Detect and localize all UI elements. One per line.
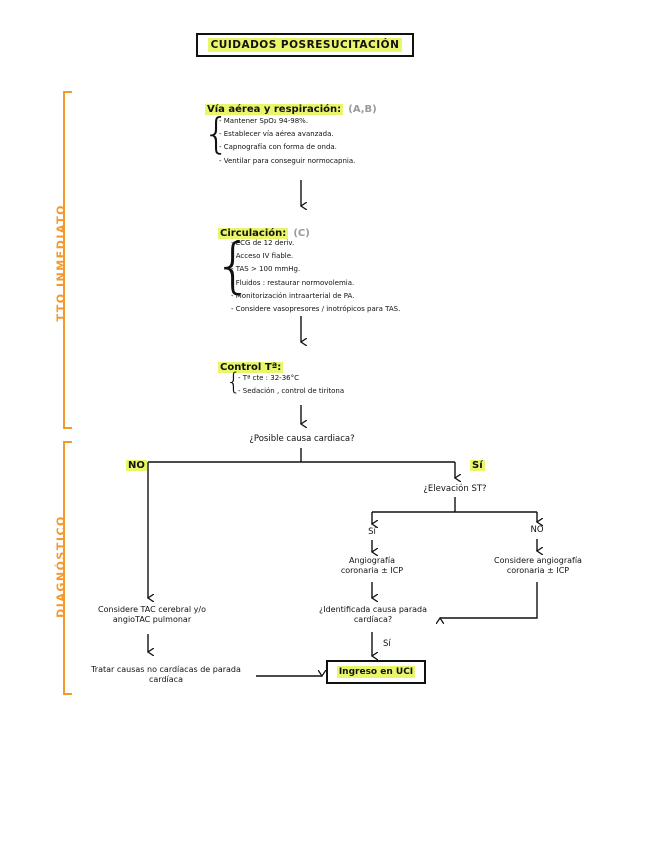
bracket-diagnosis	[63, 441, 72, 695]
list-item: - Establecer vía aérea avanzada.	[219, 130, 334, 139]
list-item: - Mantener SpO₂ 94-98%.	[219, 117, 309, 125]
circulation-heading: Circulación:	[218, 228, 289, 239]
angio-si-text: Angiografía coronaria ± ICP	[340, 556, 404, 575]
list-item: - Tª cte : 32-36°C	[238, 374, 299, 382]
bracket-immediate	[63, 91, 72, 429]
list-item: - Acceso IV fiable.	[231, 252, 294, 261]
airway-header: Vía aérea y respiración: (A,B)	[205, 97, 377, 116]
list-item: - Capnografía con forma de onda.	[219, 143, 337, 152]
airway-heading: Vía aérea y respiración:	[205, 104, 344, 115]
airway-brace: {	[203, 109, 230, 158]
circulation-list: - ECG de 12 deriv. - Acceso IV fiable. -…	[231, 237, 400, 316]
st-si-label: Sí	[368, 527, 376, 537]
airway-tag: (A,B)	[348, 104, 377, 115]
identified-question: ¿Identificada causa parada cardíaca?	[318, 605, 428, 624]
section-diagnosis: DIAGNÓSTICO	[54, 515, 68, 618]
circulation-brace: {	[214, 231, 253, 301]
no-label: NO	[126, 460, 147, 471]
temperature-list: - Tª cte : 32-36°C - Sedación , control …	[238, 372, 344, 398]
list-item: - Monitorización intraarterial de PA.	[231, 291, 355, 300]
si-label: Sí	[470, 460, 485, 471]
circulation-tag: (C)	[293, 228, 310, 239]
list-item: - Ventilar para conseguir normocapnia.	[219, 156, 356, 165]
cardiac-question: ¿Posible causa cardiaca?	[249, 434, 355, 444]
identified-si-label: Sí	[383, 639, 391, 649]
airway-list: - Mantener SpO₂ 94-98%. - Establecer vía…	[219, 115, 355, 168]
title-text: CUIDADOS POSRESUCITACIÓN	[207, 38, 403, 52]
list-item: - Sedación , control de tiritona	[238, 387, 345, 396]
page-title: CUIDADOS POSRESUCITACIÓN	[196, 33, 414, 57]
list-item: - Fluidos : restaurar normovolemia.	[231, 278, 355, 287]
temperature-heading: Control Tª:	[218, 362, 284, 373]
list-item: - Considere vasopresores / inotrópicos p…	[231, 305, 401, 314]
st-question: ¿Elevación ST?	[423, 484, 487, 494]
temperature-header: Control Tª:	[218, 355, 284, 374]
temperature-brace: {	[226, 368, 242, 396]
list-item: - TAS > 100 mmHg.	[231, 265, 301, 274]
list-item: - ECG de 12 deriv.	[231, 239, 295, 247]
circulation-header: Circulación: (C)	[218, 221, 310, 240]
uci-text: Ingreso en UCI	[336, 666, 416, 678]
angio-no-text: Considere angiografía coronaria ± ICP	[494, 556, 582, 575]
section-immediate: TTO INMEDIATO	[54, 204, 68, 322]
uci-box: Ingreso en UCI	[326, 660, 426, 684]
st-no-label: NO	[530, 525, 544, 535]
non-cardiac-text: Tratar causas no cardíacas de parada car…	[91, 665, 241, 684]
tac-text: Considere TAC cerebral y/o angioTAC pulm…	[98, 605, 206, 624]
